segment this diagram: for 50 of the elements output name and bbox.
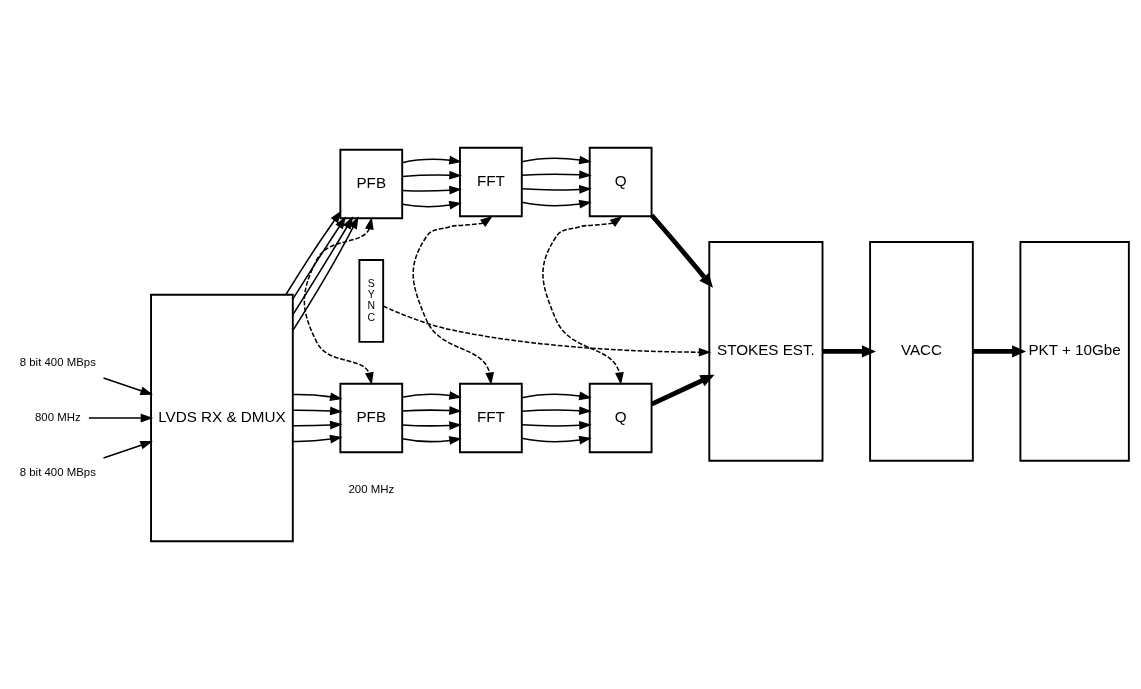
node-text: 800 MHz [34,410,81,423]
node-box: S Y N C [358,259,385,343]
arrow [102,377,153,395]
arrow [973,345,1027,358]
arrow [521,170,592,180]
node-box: FFT [459,146,523,218]
label: 200 MHz [348,483,395,496]
node-text: 8 bit 400 MBps [19,466,96,479]
arrow [521,391,592,401]
arrow [521,406,592,416]
arrow [401,170,462,180]
node-box: PKT + 10Gbe [1019,241,1130,462]
arrow [102,441,153,459]
node-box: Q [588,382,653,454]
arrow [401,391,462,400]
node-box: LVDS RX & DMUX [150,293,294,543]
arrow [521,435,592,445]
arrow [650,374,715,407]
arrow [88,413,154,423]
arrow [401,406,462,415]
arrow [401,436,462,445]
arrow [401,200,462,210]
arrow [650,213,713,288]
node-box: STOKES EST. [708,241,824,462]
arrow [292,216,354,316]
arrow [382,305,712,357]
node-box: Q [588,146,653,218]
node-box: VACC [869,241,974,462]
arrow [521,155,592,165]
arrow [401,421,462,430]
arrow [401,185,462,195]
arrow [292,434,343,444]
arrow [292,216,347,300]
arrow [292,392,343,402]
arrow [401,155,462,165]
arrow [285,210,342,296]
arrow [292,216,359,332]
arrow [521,199,592,209]
arrow [521,185,592,194]
node-box: PFB [339,382,404,454]
arrow [542,215,624,386]
node-box: FFT [459,382,523,454]
arrow [303,216,374,386]
arrow [822,345,876,358]
arrow [521,420,592,430]
node-text: 8 bit 400 MBps [19,355,96,368]
node-box: PFB [339,148,404,220]
arrow [412,215,495,386]
arrow [292,406,343,416]
arrow [292,420,343,430]
